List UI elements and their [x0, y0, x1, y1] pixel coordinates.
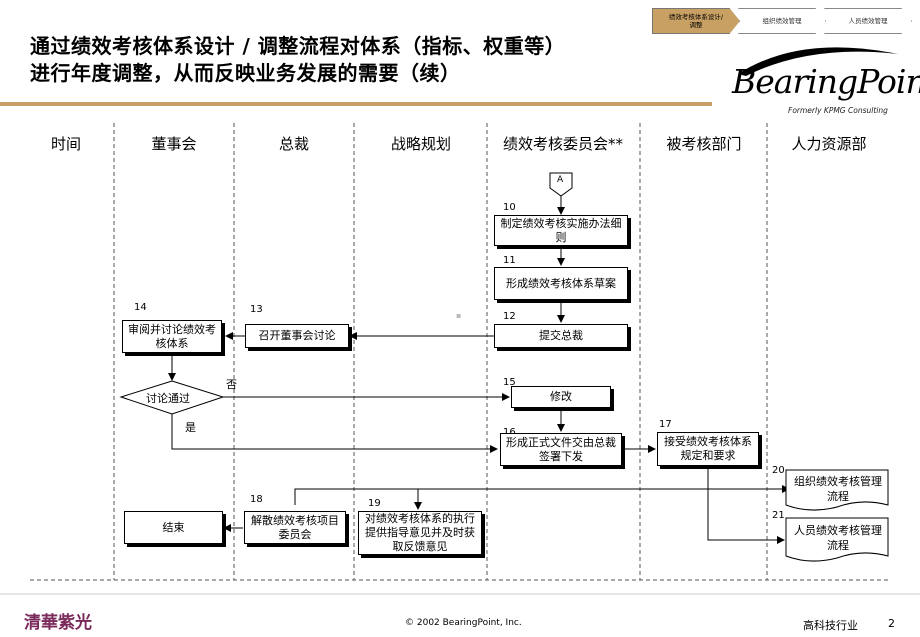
node-19-num: 19 — [368, 498, 381, 509]
node-20: 组织绩效考核管理流程 — [794, 475, 882, 503]
col-head-strategy: 战略规划 — [390, 135, 451, 153]
decision-yes-label: 是 — [185, 421, 196, 434]
node-18: 解散绩效考核项目委员会 — [244, 511, 346, 544]
node-21-shape — [785, 517, 889, 562]
node-10: 制定绩效考核实施办法细则 — [494, 215, 628, 246]
col-head-committee: 绩效考核委员会** — [502, 135, 623, 153]
footer-industry: 高科技行业 — [803, 619, 858, 632]
title-divider — [0, 102, 712, 106]
decision-label: 讨论通过 — [146, 392, 190, 405]
page-number: 2 — [888, 617, 895, 630]
footer-logo: 清華紫光 — [24, 613, 92, 633]
node-12: 提交总裁 — [494, 324, 628, 348]
decision-diamond — [119, 380, 225, 415]
stray-mark: ▪ — [456, 311, 462, 320]
node-19: 对绩效考核体系的执行提供指导意见并及时获取反馈意见 — [358, 511, 482, 555]
col-head-department: 被考核部门 — [666, 135, 742, 153]
node-13-num: 13 — [250, 304, 263, 315]
col-head-hr: 人力资源部 — [791, 135, 867, 153]
node-13: 召开董事会讨论 — [245, 324, 349, 348]
node-14: 审阅并讨论绩效考核体系 — [122, 320, 222, 353]
end-node: 结束 — [124, 511, 223, 544]
col-head-ceo: 总裁 — [278, 135, 309, 153]
node-11-num: 11 — [503, 255, 516, 266]
node-14-num: 14 — [134, 302, 147, 313]
node-21: 人员绩效考核管理流程 — [794, 524, 882, 552]
logo-tagline: Formerly KPMG Consulting — [788, 106, 888, 115]
bearingpoint-logo: BearingPoint. — [732, 62, 920, 101]
decision-no-label: 否 — [226, 378, 237, 391]
node-21-num: 21 — [772, 510, 785, 521]
title-line-1: 通过绩效考核体系设计 / 调整流程对体系（指标、权重等） — [30, 34, 566, 58]
connector-a — [549, 172, 573, 197]
node-17-num: 17 — [659, 419, 672, 430]
node-15-num: 15 — [503, 377, 516, 388]
node-20-shape — [785, 469, 889, 511]
footer-copyright: © 2002 BearingPoint, Inc. — [405, 618, 522, 628]
breadcrumb-item-org[interactable]: 组织绩效管理 — [738, 8, 826, 34]
title-line-2: 进行年度调整，从而反映业务发展的需要（续） — [30, 61, 461, 85]
col-head-board: 董事会 — [151, 135, 197, 153]
node-11: 形成绩效考核体系草案 — [494, 267, 628, 300]
breadcrumb: 绩效考核体系设计/调整 组织绩效管理 人员绩效管理 — [652, 8, 912, 34]
col-head-time: 时间 — [50, 135, 81, 153]
node-17: 接受绩效考核体系规定和要求 — [657, 432, 759, 466]
node-20-num: 20 — [772, 465, 785, 476]
logo-swoosh — [738, 47, 898, 76]
page-title: 通过绩效考核体系设计 / 调整流程对体系（指标、权重等） 进行年度调整，从而反映… — [30, 33, 565, 87]
node-10-num: 10 — [503, 202, 516, 213]
node-15: 修改 — [511, 386, 611, 408]
node-16-num: 16 — [503, 427, 516, 438]
node-12-num: 12 — [503, 311, 516, 322]
connector-a-label: A — [557, 175, 564, 185]
breadcrumb-item-design[interactable]: 绩效考核体系设计/调整 — [652, 8, 740, 34]
node-18-num: 18 — [250, 494, 263, 505]
node-16: 形成正式文件交由总裁签署下发 — [500, 433, 622, 466]
